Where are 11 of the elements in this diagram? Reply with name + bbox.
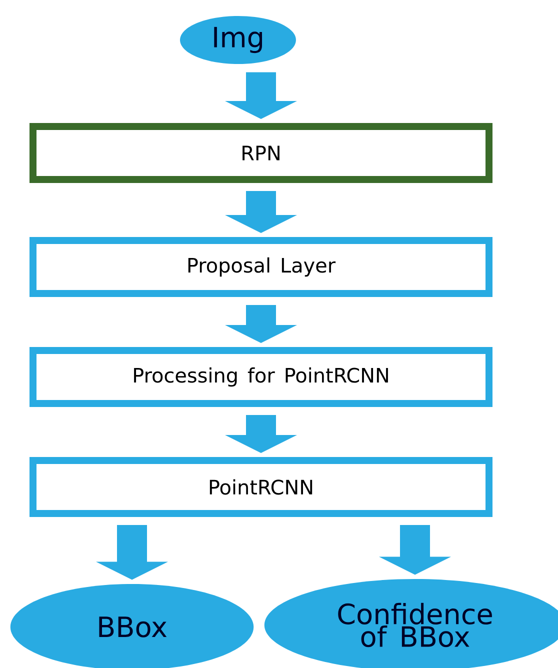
- arrow: [225, 415, 297, 453]
- arrow: [225, 305, 297, 343]
- process-box: PointRCNN: [30, 457, 492, 517]
- process-box: RPN: [30, 123, 492, 183]
- arrow: [96, 525, 168, 580]
- arrow: [379, 525, 451, 575]
- arrow: [225, 72, 297, 119]
- ellipse-node: Img: [180, 16, 296, 64]
- process-box: Processing for PointRCNN: [30, 347, 492, 407]
- arrow: [225, 191, 297, 233]
- process-box: Proposal Layer: [30, 237, 492, 297]
